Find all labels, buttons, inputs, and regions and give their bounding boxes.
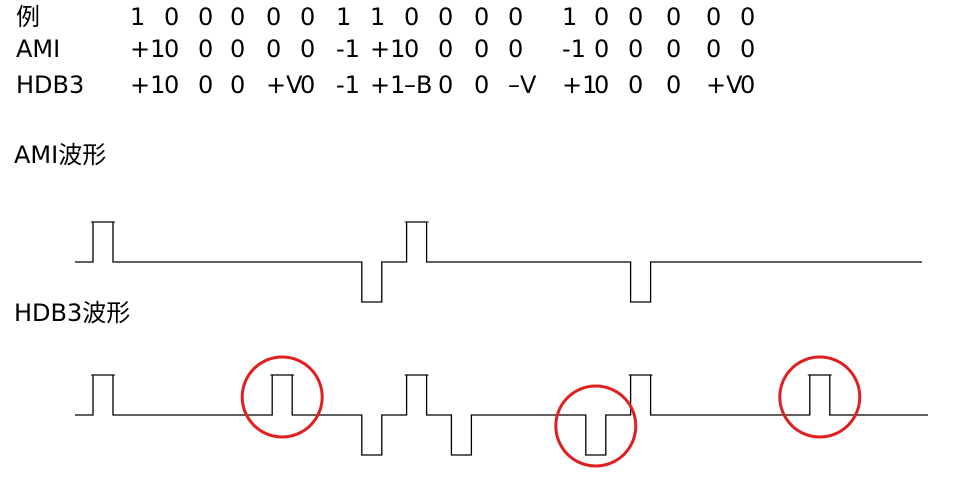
code-cell: +1 [562, 71, 598, 99]
code-cell: +V [706, 71, 743, 99]
code-cell: 0 [266, 3, 282, 31]
code-cell: 1 [562, 3, 578, 31]
violation-highlight-circle [554, 384, 638, 468]
code-cell: 0 [266, 35, 282, 63]
code-cell: 0 [594, 3, 610, 31]
code-cell: 0 [740, 71, 756, 99]
code-cell: 0 [300, 3, 316, 31]
code-cell: 0 [474, 71, 490, 99]
violation-highlight-circle [778, 355, 862, 439]
code-cell: 0 [198, 71, 214, 99]
row-label-ami: AMI [16, 35, 61, 63]
code-cell: 0 [666, 3, 682, 31]
hdb3-waveform [75, 374, 928, 456]
code-cell: 1 [130, 3, 146, 31]
code-cell: 0 [404, 35, 420, 63]
row-label-hdb3: HDB3 [16, 71, 85, 99]
code-cell: 1 [336, 3, 352, 31]
code-cell: 0 [230, 35, 246, 63]
violation-highlight-circle [240, 355, 324, 439]
code-cell: +1 [130, 35, 166, 63]
code-cell: +1 [370, 71, 406, 99]
code-cell: 0 [706, 3, 722, 31]
code-cell: 0 [474, 35, 490, 63]
code-cell: 0 [164, 35, 180, 63]
code-cell: 0 [438, 3, 454, 31]
code-cell: -1 [336, 71, 360, 99]
code-cell: +V [266, 71, 303, 99]
code-cell: 0 [666, 71, 682, 99]
code-cell: -1 [562, 35, 586, 63]
code-cell: 0 [438, 71, 454, 99]
code-cell: 0 [706, 35, 722, 63]
code-cell: +1 [130, 71, 166, 99]
code-cell: 0 [300, 35, 316, 63]
code-cell: 0 [666, 35, 682, 63]
code-cell: 0 [300, 71, 316, 99]
code-cell: 0 [740, 3, 756, 31]
code-cell: 0 [594, 71, 610, 99]
highlight-circles [240, 355, 862, 468]
code-cell: –B [404, 71, 433, 99]
code-cell: 0 [628, 71, 644, 99]
code-cell: 0 [198, 3, 214, 31]
ami-waveform-title: AMI波形 [14, 141, 107, 169]
code-cell: 0 [438, 35, 454, 63]
code-cell: -1 [336, 35, 360, 63]
hdb3-waveform-title: HDB3波形 [14, 299, 131, 327]
code-cell: 0 [628, 3, 644, 31]
waveform-line [75, 221, 922, 303]
code-cell: –V [508, 71, 537, 99]
code-cell: 0 [508, 3, 524, 31]
code-cell: 0 [740, 35, 756, 63]
code-cell: +1 [370, 35, 406, 63]
code-cell: 1 [370, 3, 386, 31]
ami-waveform [75, 221, 922, 303]
code-cell: 0 [198, 35, 214, 63]
code-cell: 0 [594, 35, 610, 63]
code-cell: 0 [474, 3, 490, 31]
code-cell: 0 [508, 35, 524, 63]
code-cell: 0 [230, 3, 246, 31]
code-cell: 0 [164, 71, 180, 99]
code-cell: 0 [230, 71, 246, 99]
code-cell: 0 [628, 35, 644, 63]
row-label-example: 例 [16, 3, 40, 31]
waveform-line [75, 374, 928, 456]
code-cell: 0 [404, 3, 420, 31]
code-cell: 0 [164, 3, 180, 31]
